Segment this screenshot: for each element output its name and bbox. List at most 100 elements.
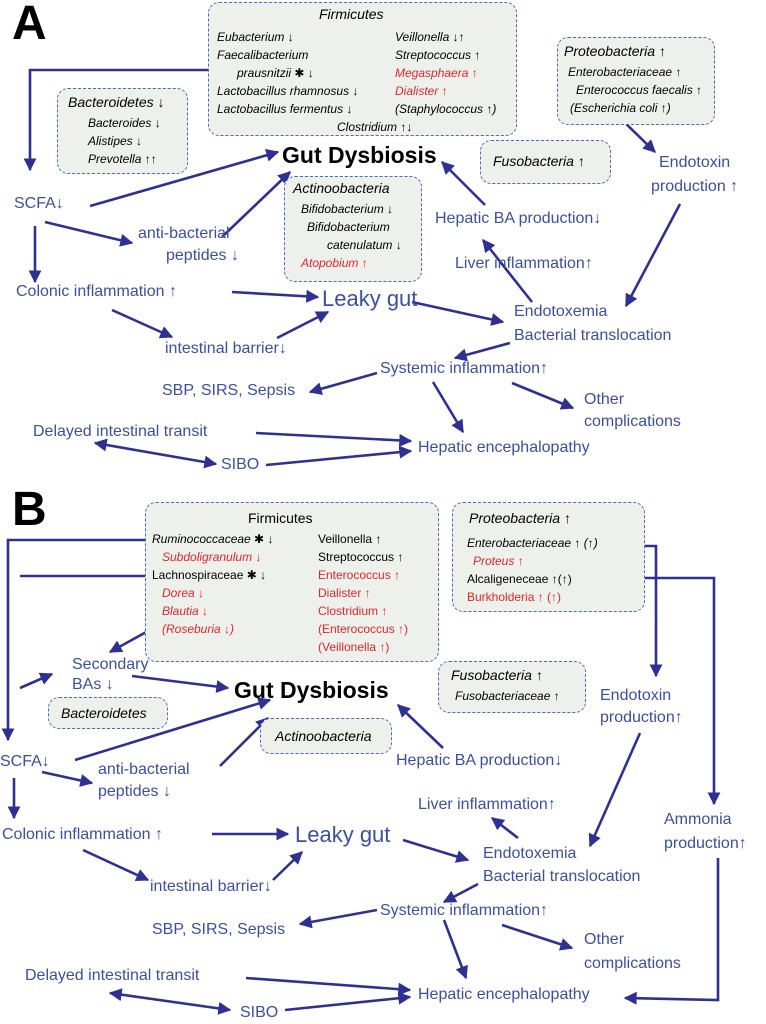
arrow-b-firmicutes-to-scfa xyxy=(1,538,150,742)
panel-a-sibo: SIBO xyxy=(221,456,260,473)
panel-b-firm-roseburia: (Roseburia ↓) xyxy=(162,622,235,636)
arrow-a-firmicutes-to-scfa xyxy=(23,68,218,172)
panel-b-firm-subdoligranulum: Subdoligranulum ↓ xyxy=(162,550,262,564)
panel-a-firm-clostridium: Clostridium ↑↓ xyxy=(337,120,413,134)
panel-b-delayed-transit: Delayed intestinal transit xyxy=(25,967,200,984)
panel-b-firm-enterococcus-paren: (Enterococcus ↑) xyxy=(318,622,409,636)
panel-b-antibacterial-line2: peptides ↓ xyxy=(98,783,171,800)
panel-b-secondary-line2: BAs ↓ xyxy=(72,676,114,693)
panel-a-bact-alistipes: Alistipes ↓ xyxy=(88,134,143,148)
panel-b-leaky-gut: Leaky gut xyxy=(295,822,391,847)
panel-a-firm-eubacterium: Eubacterium ↓ xyxy=(217,30,294,44)
arrow-a-leaky-to-endotoxemia xyxy=(411,300,505,326)
panel-a-firm-prausnitzii: prausnitzii ✱ ↓ xyxy=(237,66,314,80)
panel-a-endotoxin-line1: Endotoxin xyxy=(659,154,731,171)
panel-b-colonic-inflammation: Colonic inflammation ↑ xyxy=(2,826,163,843)
panel-a-other-line2: complications xyxy=(584,413,681,430)
panel-a-label: A xyxy=(12,0,47,50)
panel-b-actinobacteria-title: Actinoobacteria xyxy=(275,728,372,744)
panel-b-ammonia-line1: Ammonia xyxy=(664,811,732,828)
panel-b-scfa: SCFA↓ xyxy=(0,753,50,770)
panel-b-secondary-line1: Secondary xyxy=(72,656,149,673)
panel-a-scfa: SCFA↓ xyxy=(14,195,64,212)
arrow-a-delayed-sibo xyxy=(93,438,218,469)
panel-b-firm-enterococcus: Enterococcus ↑ xyxy=(318,568,401,582)
panel-b-liver-inflammation: Liver inflammation↑ xyxy=(418,796,556,813)
panel-b-gut-dysbiosis: Gut Dysbiosis xyxy=(234,677,389,703)
arrow-b-scfa-to-secondary xyxy=(19,672,54,690)
panel-a-act-bifido2: Bifidobacterium xyxy=(307,220,390,234)
panel-a-delayed-transit: Delayed intestinal transit xyxy=(33,423,208,440)
panel-a-hepatic-ba: Hepatic BA production↓ xyxy=(435,210,602,227)
arrow-a-scfa-to-peptides xyxy=(44,220,134,247)
arrow-a-endotoxemia-to-systemic xyxy=(453,341,511,362)
panel-a-endotoxemia: Endotoxemia xyxy=(514,303,608,320)
panel-b-proteobacteria-title: Proteobacteria ↑ xyxy=(469,510,571,526)
panel-a-prot-ecoli: (Escherichia coli ↑) xyxy=(570,101,671,115)
panel-b-firmicutes-box: Firmicutes Ruminococcaceae ✱ ↓ Subdoligr… xyxy=(145,502,439,662)
panel-b-prot-enterobacteriaceae: Enterobacteriaceae ↑ (↑) xyxy=(467,536,598,550)
panel-a-proteobacteria-title: Proteobacteria ↑ xyxy=(564,43,666,59)
arrow-a-endotoxemia-to-liver xyxy=(481,238,534,303)
panel-b-bacterial-translocation: Bacterial translocation xyxy=(483,868,641,885)
panel-b-fusobacteria-title: Fusobacteria ↑ xyxy=(451,667,543,683)
panel-b-sibo: SIBO xyxy=(240,1004,279,1021)
panel-a-antibacterial-line1: anti-bacterial xyxy=(138,225,230,242)
panel-a-proteobacteria-box: Proteobacteria ↑ Enterobacteriaceae ↑ En… xyxy=(557,37,715,125)
panel-b-bacteroidetes-box: Bacteroidetes xyxy=(48,697,168,729)
panel-a-act-bifido: Bifidobacterium ↓ xyxy=(301,202,394,216)
panel-a-endotoxin-line2: production ↑ xyxy=(651,178,739,195)
panel-a-fusobacteria-box: Fusobacteria ↑ xyxy=(480,140,611,184)
arrow-a-endotoxin-to-endotoxemia xyxy=(624,203,682,308)
arrow-a-sibo-to-he xyxy=(265,445,413,467)
panel-b-prot-proteus: Proteus ↑ xyxy=(473,554,524,568)
panel-b-firm-streptococcus: Streptococcus ↑ xyxy=(318,550,404,564)
panel-b-firm-blautia: Blautia ↓ xyxy=(162,604,209,618)
panel-b-other-line1: Other xyxy=(584,931,625,948)
panel-b-hepatic-ba: Hepatic BA production↓ xyxy=(396,752,563,769)
panel-a-prot-enterobacteriaceae: Enterobacteriaceae ↑ xyxy=(568,65,682,79)
panel-a-other-line1: Other xyxy=(584,391,625,408)
panel-a-firm-staphylococcus: (Staphylococcus ↑) xyxy=(395,102,497,116)
arrow-b-delayed-sibo xyxy=(108,988,232,1015)
panel-b-antibacterial-line1: anti-bacterial xyxy=(98,761,190,778)
panel-b-endotoxemia: Endotoxemia xyxy=(483,845,577,862)
panel-a-act-catenulatum: catenulatum ↓ xyxy=(327,238,402,252)
arrow-b-systemic-to-other xyxy=(501,923,574,951)
arrow-b-scfa-to-dysbiosis xyxy=(74,697,272,762)
arrow-a-colonic-to-barrier xyxy=(111,308,174,339)
panel-a-firmicutes-box: Firmicutes Eubacterium ↓ Faecalibacteriu… xyxy=(208,2,517,136)
panel-b-fusobacteria-box: Fusobacteria ↑ Fusobacteriaceae ↑ xyxy=(438,661,586,713)
arrow-a-hepaticba-to-dysbiosis xyxy=(441,161,486,206)
panel-a-act-atopobium: Atopobium ↑ xyxy=(301,256,368,270)
panel-a-bacteroidetes-title: Bacteroidetes ↓ xyxy=(68,94,165,110)
arrow-a-systemic-to-sbp xyxy=(308,371,378,396)
arrow-a-barrier-to-leaky xyxy=(276,310,330,340)
panel-b-endotoxin-line1: Endotoxin xyxy=(600,687,672,704)
arrow-a-scfa-to-dysbiosis xyxy=(89,148,280,208)
panel-a-fusobacteria-title: Fusobacteria ↑ xyxy=(493,153,585,169)
panel-a-firm-faecalibacterium: Faecalibacterium xyxy=(217,48,309,62)
arrow-b-hepaticba-to-dysbiosis xyxy=(397,704,444,749)
panel-a-actinobacteria-title: Actinoobacteria xyxy=(293,180,390,196)
arrow-a-delayed-to-he xyxy=(255,431,413,447)
panel-a-bacterial-translocation: Bacterial translocation xyxy=(514,327,672,344)
panel-b-sbp-sirs-sepsis: SBP, SIRS, Sepsis xyxy=(152,921,286,938)
arrow-b-leaky-to-endotoxemia xyxy=(402,838,470,863)
panel-b-prot-alcaligeneceae: Alcaligeneceae ↑(↑) xyxy=(467,572,572,586)
panel-a-bacteroidetes-box: Bacteroidetes ↓ Bacteroides ↓ Alistipes … xyxy=(57,88,188,174)
arrow-b-sibo-to-he xyxy=(284,991,412,1012)
panel-b-firm-veillonella: Veillonella ↑ xyxy=(318,532,382,546)
panel-a-prot-enterococcus: Enterococcus faecalis ↑ xyxy=(576,83,703,97)
panel-b-firm-clostridium: Clostridium ↑ xyxy=(318,604,388,618)
panel-a-systemic-inflammation: Systemic inflammation↑ xyxy=(380,360,549,377)
panel-a-intestinal-barrier: intestinal barrier↓ xyxy=(165,340,287,357)
panel-b-firm-lachnospiraceae: Lachnospiraceae ✱ ↓ xyxy=(152,568,267,582)
panel-a-firm-dialister: Dialister ↑ xyxy=(395,84,448,98)
panel-a-gut-dysbiosis: Gut Dysbiosis xyxy=(282,142,437,168)
arrow-b-systemic-to-sbp xyxy=(298,908,378,929)
panel-b-firmicutes-title: Firmicutes xyxy=(248,510,313,526)
panel-a-firm-rhamnosus: Lactobacillus rhamnosus ↓ xyxy=(217,84,359,98)
panel-b-fusobacteriaceae: Fusobacteriaceae ↑ xyxy=(455,689,560,703)
